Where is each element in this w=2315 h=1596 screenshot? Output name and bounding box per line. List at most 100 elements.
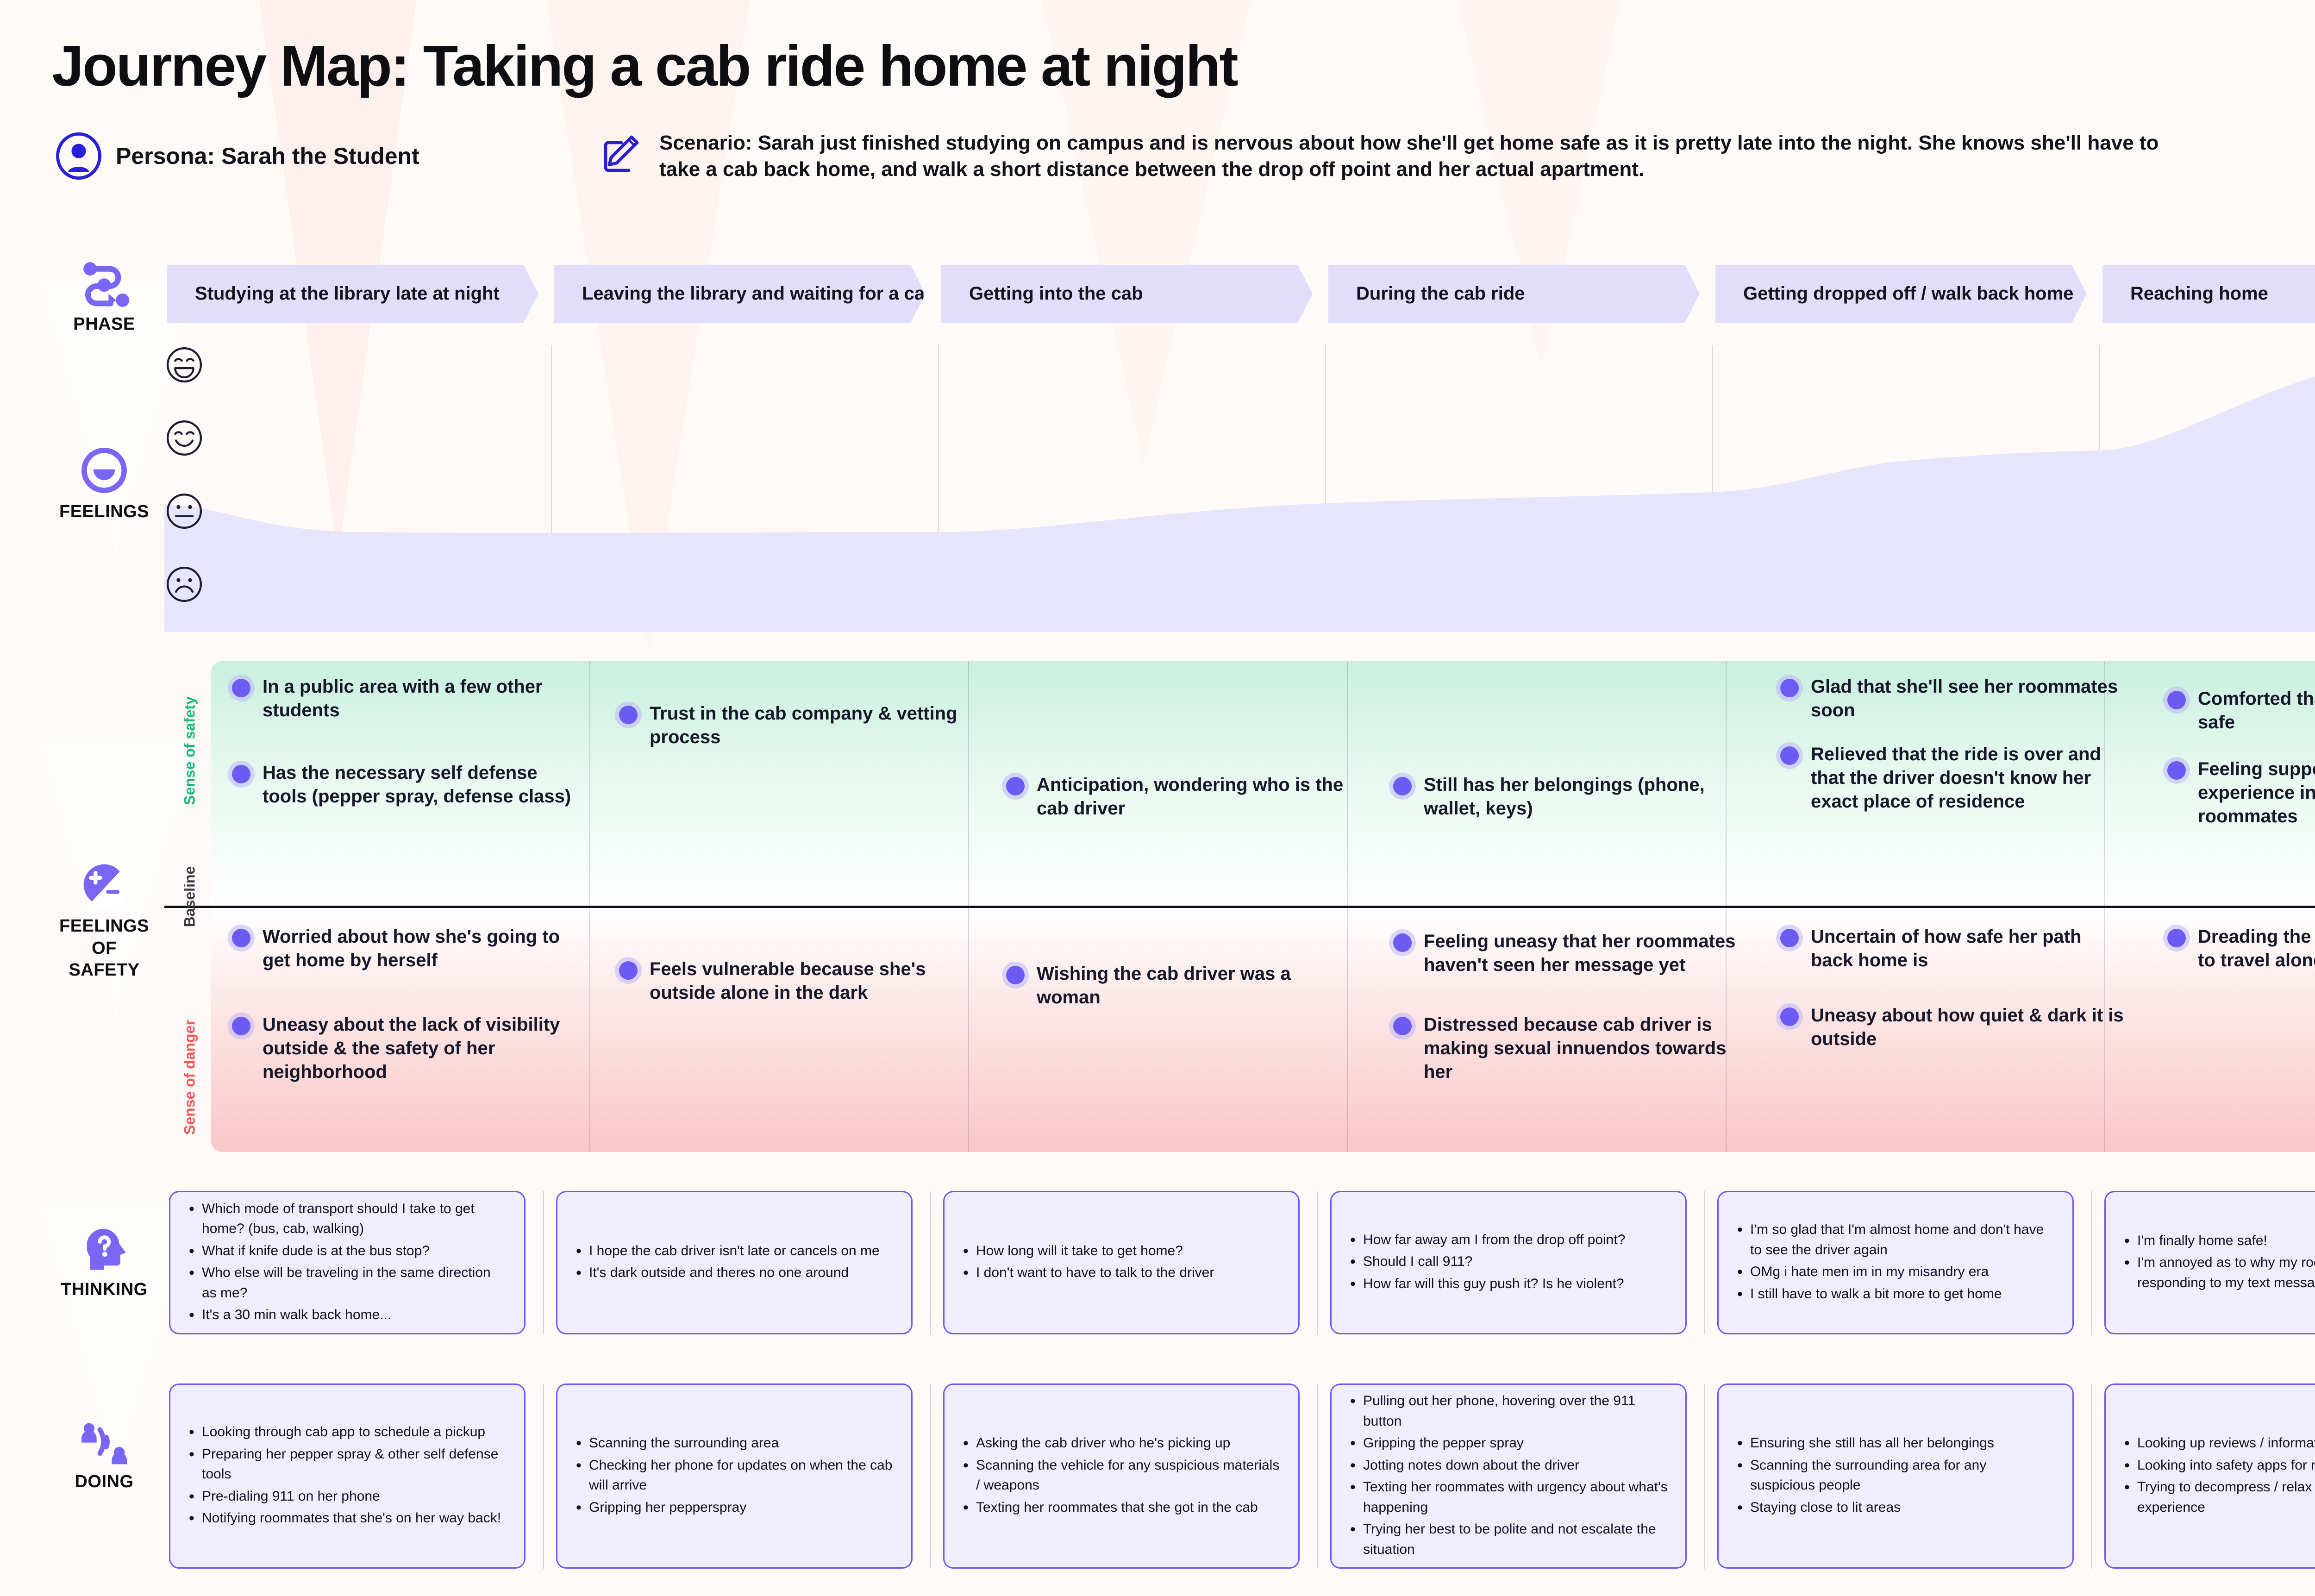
column-divider xyxy=(930,1383,931,1569)
thinking-card[interactable]: How far away am I from the drop off poin… xyxy=(1330,1191,1687,1334)
phase-chip-5[interactable]: Getting dropped off / walk back home xyxy=(1715,265,2087,323)
doing-card[interactable]: Pulling out her phone, hovering over the… xyxy=(1330,1383,1687,1569)
safety-item-text: Feeling uneasy that her roommates haven'… xyxy=(1424,931,1736,976)
safety-negative-item: Uncertain of how safe her path back home… xyxy=(1780,925,2126,972)
phase-chip-6[interactable]: Reaching home xyxy=(2102,265,2315,323)
rail-feelings: FEELINGS xyxy=(46,444,162,523)
safety-negative-item: Feeling uneasy that her roommates haven'… xyxy=(1393,930,1739,977)
rail-phase: PHASE xyxy=(46,257,162,336)
list-item: OMg i hate men im in my misandry era xyxy=(1734,1261,2055,1283)
phase-chip-2[interactable]: Leaving the library and waiting for a ca… xyxy=(554,265,926,323)
list-item: How far away am I from the drop off poin… xyxy=(1347,1229,1668,1252)
feelings-area-curve xyxy=(164,376,2315,632)
list-item: Pre-dialing 911 on her phone xyxy=(186,1485,507,1508)
column-divider xyxy=(1704,1383,1705,1569)
safety-item-text: Uneasy about the lack of visibility outs… xyxy=(263,1014,560,1083)
neutral-face-icon xyxy=(167,494,202,529)
safety-positive-item: Comforted that she's back home safe xyxy=(2167,687,2315,734)
route-phase-icon xyxy=(83,262,130,307)
phase-chip-3[interactable]: Getting into the cab xyxy=(941,265,1313,323)
list-item: I'm so glad that I'm almost home and don… xyxy=(1734,1219,2055,1260)
baseline-rule xyxy=(164,906,2315,908)
list-item: Texting her roommates that she got in th… xyxy=(960,1496,1281,1519)
feelings-of-safety-panel xyxy=(211,661,2315,1152)
list-item: Jotting notes down about the driver xyxy=(1347,1454,1668,1477)
bullet-dot-icon xyxy=(232,929,250,947)
scenario-block: Scenario: Sarah just finished studying o… xyxy=(597,130,2171,182)
safety-positive-item: Still has her belongings (phone, wallet,… xyxy=(1393,773,1739,820)
list-item: Notifying roommates that she's on her wa… xyxy=(186,1507,507,1530)
doing-card[interactable]: Asking the cab driver who he's picking u… xyxy=(943,1383,1300,1569)
thinking-card[interactable]: Which mode of transport should I take to… xyxy=(169,1191,526,1334)
safety-item-text: Uneasy about how quiet & dark it is outs… xyxy=(1811,1005,2124,1050)
thinking-card[interactable]: I hope the cab driver isn't late or canc… xyxy=(556,1191,913,1334)
doing-card[interactable]: Scanning the surrounding areaChecking he… xyxy=(556,1383,913,1569)
list-item: Preparing her pepper spray & other self … xyxy=(186,1443,507,1484)
thinking-card[interactable]: I'm so glad that I'm almost home and don… xyxy=(1717,1191,2074,1334)
list-item: Trying her best to be polite and not esc… xyxy=(1347,1518,1668,1559)
bullet-dot-icon xyxy=(1780,1008,1799,1026)
safety-item-text: Dreading the next time she'll have to tr… xyxy=(2198,926,2315,971)
page-header: Journey Map: Taking a cab ride home at n… xyxy=(0,0,2315,232)
column-divider xyxy=(2091,1191,2092,1334)
phase-chip-1[interactable]: Studying at the library late at night xyxy=(167,265,538,323)
column-divider xyxy=(1317,1191,1318,1334)
safety-item-text: Wishing the cab driver was a woman xyxy=(1037,964,1291,1008)
doing-card[interactable]: Looking through cab app to schedule a pi… xyxy=(169,1383,526,1569)
safety-item-text: Glad that she'll see her roommates soon xyxy=(1811,676,2118,721)
doing-card[interactable]: Ensuring she still has all her belonging… xyxy=(1717,1383,2074,1569)
phase-chip-label: Getting into the cab xyxy=(969,283,1143,304)
safety-negative-item: Worried about how she's going to get hom… xyxy=(232,925,577,972)
safety-positive-item: Trust in the cab company & vetting proce… xyxy=(619,702,964,749)
feelings-chart xyxy=(164,345,2315,632)
safety-item-text: In a public area with a few other studen… xyxy=(263,676,543,721)
safety-negative-zone xyxy=(211,907,2315,1152)
list-item: It's a 30 min walk back home... xyxy=(186,1304,507,1327)
list-item: Which mode of transport should I take to… xyxy=(186,1198,507,1239)
thinking-card[interactable]: How long will it take to get home?I don'… xyxy=(943,1191,1300,1334)
list-item: Should I call 911? xyxy=(1347,1251,1668,1273)
safety-item-text: Worried about how she's going to get hom… xyxy=(263,926,560,971)
safety-item-text: Uncertain of how safe her path back home… xyxy=(1811,926,2082,971)
column-divider xyxy=(543,1383,544,1569)
doing-card[interactable]: Looking up reviews / information of the … xyxy=(2104,1383,2315,1569)
list-item: Scanning the surrounding area xyxy=(573,1432,894,1455)
phase-chip-4[interactable]: During the cab ride xyxy=(1328,265,1700,323)
bullet-dot-icon xyxy=(2167,929,2186,947)
safety-plus-minus-icon xyxy=(83,864,129,908)
sad-face-icon xyxy=(167,567,202,602)
safety-item-text: Comforted that she's back home safe xyxy=(2198,688,2315,733)
bullet-dot-icon xyxy=(1780,929,1799,947)
column-divider xyxy=(543,1191,544,1334)
list-item: Staying close to lit areas xyxy=(1734,1496,2055,1519)
safety-negative-item: Distressed because cab driver is making … xyxy=(1393,1013,1739,1084)
bullet-dot-icon xyxy=(2167,691,2186,709)
bullet-dot-icon xyxy=(1393,777,1412,795)
head-question-thinking-icon xyxy=(87,1228,126,1270)
rail-thinking-label: THINKING xyxy=(61,1280,148,1299)
bullet-dot-icon xyxy=(619,961,638,980)
rail-thinking: THINKING xyxy=(46,1222,162,1301)
safety-negative-item: Wishing the cab driver was a woman xyxy=(1006,962,1351,1009)
rail-doing: DOING xyxy=(46,1414,162,1493)
bullet-dot-icon xyxy=(232,765,250,783)
thinking-card[interactable]: I'm finally home safe!I'm annoyed as to … xyxy=(2104,1191,2315,1334)
phase-row: Studying at the library late at night Lea… xyxy=(164,265,2315,323)
safety-item-text: Feeling supported after sharing her expe… xyxy=(2198,759,2315,827)
safety-item-text: Relieved that the ride is over and that … xyxy=(1811,744,2101,812)
phase-chip-label: Getting dropped off / walk back home xyxy=(1743,283,2074,304)
person-icon xyxy=(56,132,101,180)
list-item: I'm annoyed as to why my roommates weren… xyxy=(2121,1252,2315,1293)
list-item: Asking the cab driver who he's picking u… xyxy=(960,1432,1281,1455)
rail-feelings-of-safety: FEELINGS OF SAFETY xyxy=(46,859,162,982)
bullet-dot-icon xyxy=(1780,679,1799,697)
bullet-dot-icon xyxy=(1393,933,1412,952)
column-divider xyxy=(1704,1191,1705,1334)
bullet-dot-icon xyxy=(232,1017,250,1035)
column-divider xyxy=(1317,1383,1318,1569)
safety-positive-item: In a public area with a few other studen… xyxy=(232,675,577,722)
bullet-dot-icon xyxy=(1006,966,1025,984)
list-item: What if knife dude is at the bus stop? xyxy=(186,1240,507,1263)
phase-chip-label: During the cab ride xyxy=(1356,283,1525,304)
